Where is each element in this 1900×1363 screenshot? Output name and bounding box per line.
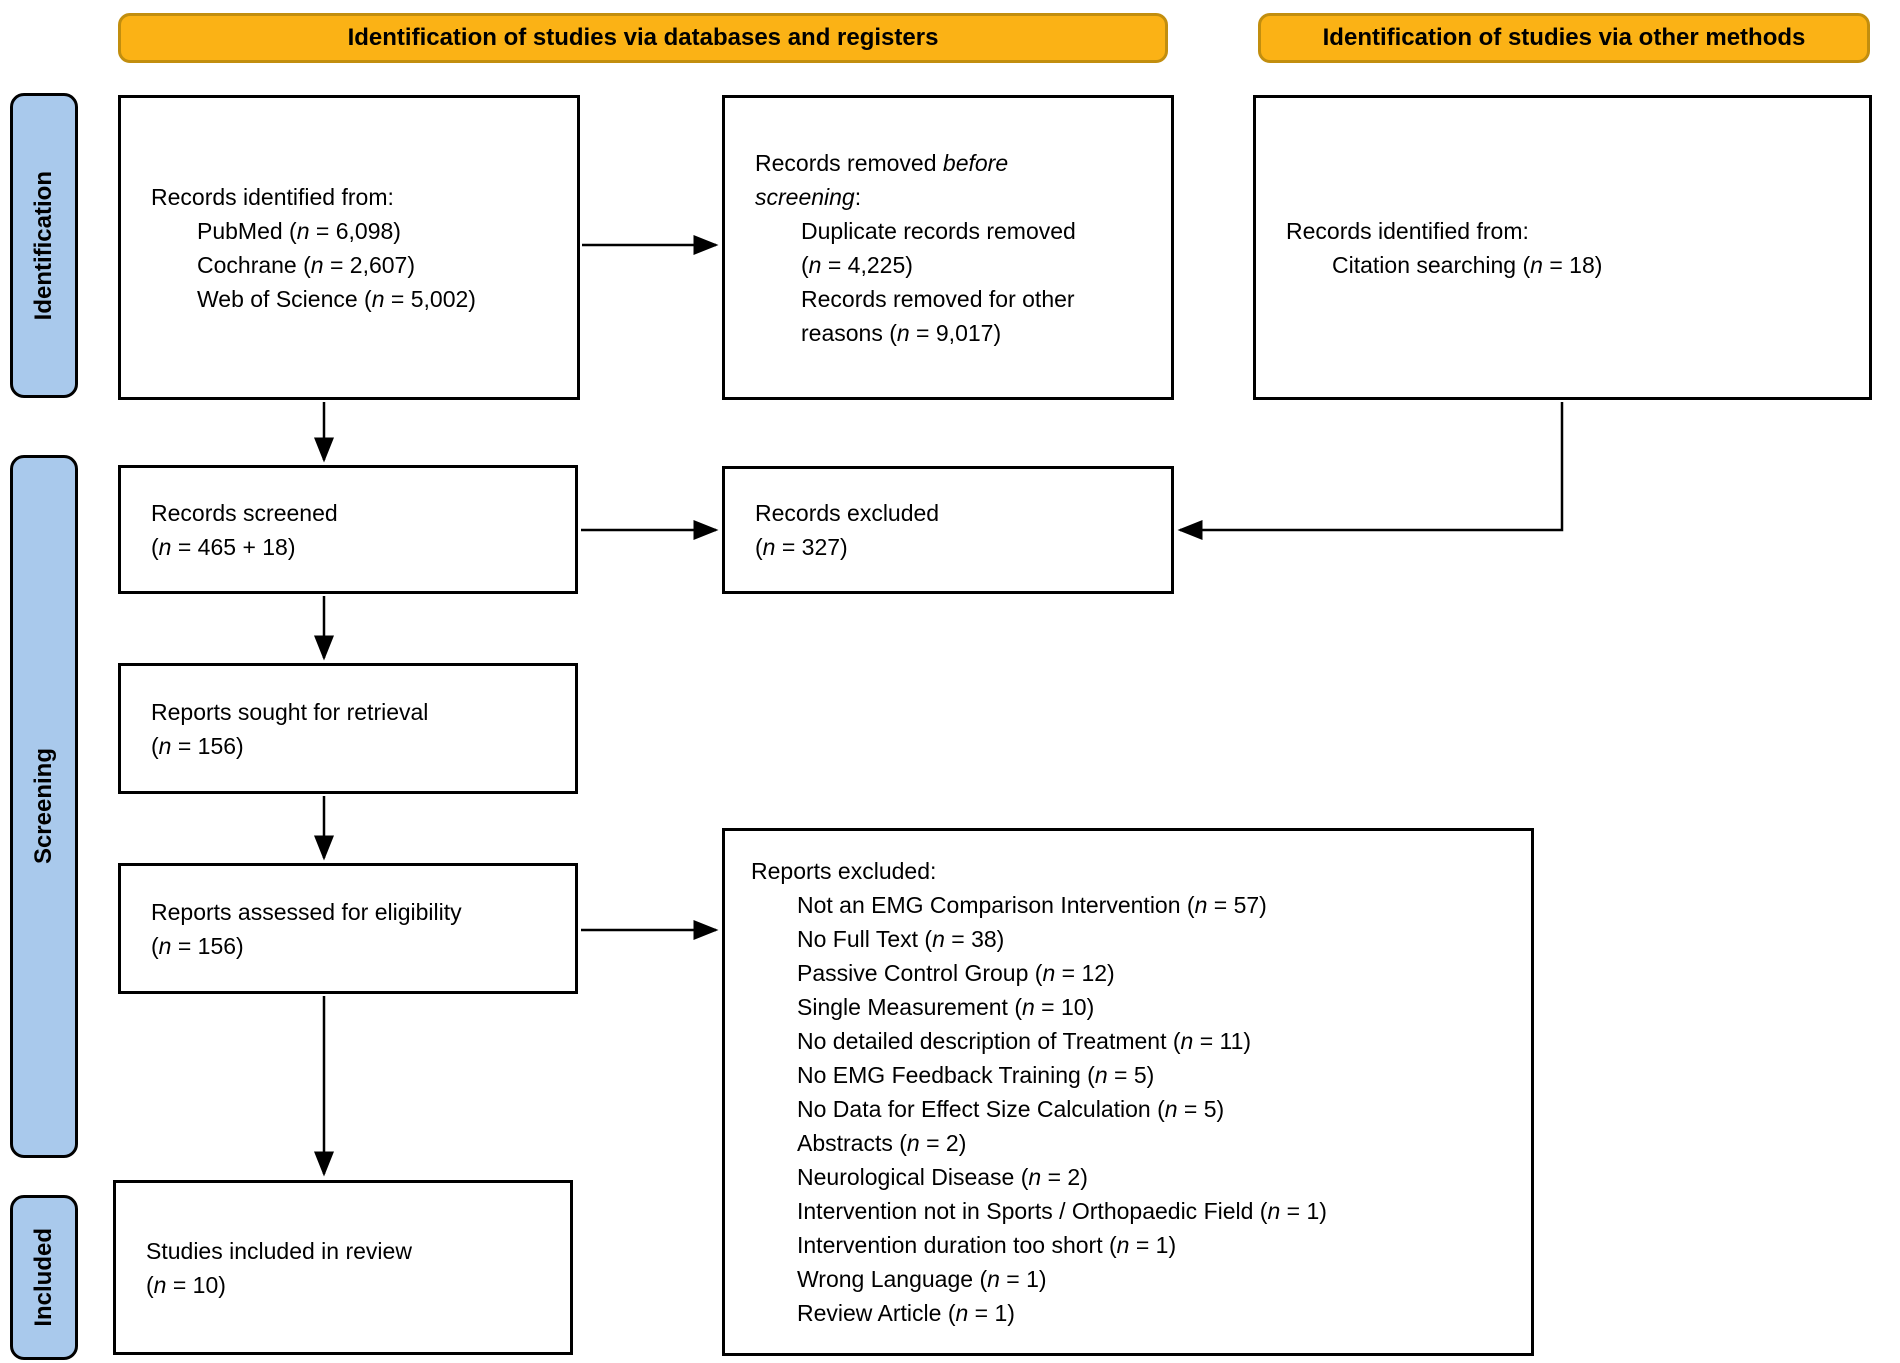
box-text-line: Reports sought for retrieval	[151, 698, 429, 725]
box-records-identified-databases: Records identified from: PubMed (n = 6,09…	[118, 95, 580, 400]
box-text-line: Cochrane (n = 2,607)	[197, 251, 416, 278]
box-text-line: Passive Control Group (n = 12)	[797, 960, 1115, 986]
box-text-line: (n = 156)	[151, 932, 244, 959]
box-text-line: Records identified from:	[151, 183, 394, 210]
box-text-line: (n = 465 + 18)	[151, 533, 296, 560]
box-text-line: Review Article (n = 1)	[797, 1300, 1015, 1326]
box-text-line: Intervention not in Sports / Orthopaedic…	[797, 1198, 1327, 1224]
box-text-line: Reports excluded:	[751, 858, 937, 884]
box-text-line: Records removed for other	[801, 285, 1075, 312]
box-text-line: Intervention duration too short (n = 1)	[797, 1232, 1177, 1258]
box-text-line: (n = 4,225)	[801, 251, 913, 278]
stage-label-screening-text: Screening	[30, 748, 57, 865]
box-text-line: Records excluded	[755, 500, 940, 526]
stage-label-identification-text: Identification	[30, 170, 57, 321]
box-records-identified-citation: Records identified from: Citation searchi…	[1253, 95, 1872, 400]
box-text-line: reasons (n = 9,017)	[801, 319, 1002, 346]
box-text-line: Web of Science (n = 5,002)	[197, 285, 476, 312]
box-reports-excluded: Reports excluded: Not an EMG Comparison I…	[722, 828, 1534, 1356]
box-text-line: Records identified from:	[1286, 217, 1529, 244]
box-text-line: No Data for Effect Size Calculation (n =…	[797, 1096, 1225, 1122]
stage-label-included-text: Included	[30, 1228, 57, 1327]
box-text-line: PubMed (n = 6,098)	[197, 217, 401, 244]
stage-label-identification: Identification	[10, 93, 78, 398]
box-reports-sought: Reports sought for retrieval (n = 156)	[118, 663, 578, 794]
box-reports-assessed: Reports assessed for eligibility (n = 156…	[118, 863, 578, 994]
box-text-line: (n = 10)	[146, 1271, 226, 1298]
box-text-line: Records screened	[151, 499, 338, 526]
box-records-screened: Records screened (n = 465 + 18)	[118, 465, 578, 594]
stage-label-screening: Screening	[10, 455, 78, 1158]
header-databases-registers: Identification of studies via databases …	[118, 13, 1168, 63]
box-studies-included: Studies included in review (n = 10)	[113, 1180, 573, 1355]
box-text-line: Single Measurement (n = 10)	[797, 994, 1095, 1020]
box-text-line: Studies included in review	[146, 1237, 412, 1264]
box-text-line: screening:	[755, 183, 862, 210]
box-text-line: Duplicate records removed	[801, 217, 1076, 244]
box-text-line: Abstracts (n = 2)	[797, 1130, 967, 1156]
box-text-line: (n = 156)	[151, 732, 244, 759]
box-text-line: No Full Text (n = 38)	[797, 926, 1005, 952]
box-records-excluded: Records excluded (n = 327)	[722, 466, 1174, 594]
box-records-removed-before-screening: Records removed before screening: Duplicat…	[722, 95, 1174, 400]
box-text-line: Records removed before	[755, 149, 1009, 176]
box-text-line: Neurological Disease (n = 2)	[797, 1164, 1088, 1190]
box-text-line: Not an EMG Comparison Intervention (n = …	[797, 892, 1267, 918]
header-other-methods: Identification of studies via other meth…	[1258, 13, 1870, 63]
box-text-line: No EMG Feedback Training (n = 5)	[797, 1062, 1155, 1088]
box-text-line: Wrong Language (n = 1)	[797, 1266, 1047, 1292]
box-text-line: (n = 327)	[755, 534, 848, 560]
arrow-citation-to-records-excluded	[1177, 402, 1564, 540]
box-text-line: No detailed description of Treatment (n …	[797, 1028, 1252, 1054]
box-text-line: Reports assessed for eligibility	[151, 898, 462, 925]
stage-label-included: Included	[10, 1195, 78, 1360]
box-text-line: Citation searching (n = 18)	[1332, 251, 1603, 278]
